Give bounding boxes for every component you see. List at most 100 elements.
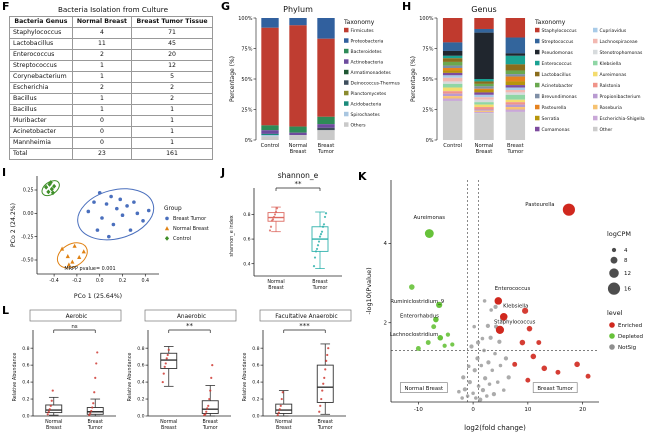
segment-Serratia — [474, 89, 494, 93]
svg-text:0.6: 0.6 — [252, 363, 259, 369]
svg-text:Klebsiella: Klebsiella — [600, 61, 622, 67]
segment-Proteobacteria — [261, 18, 279, 28]
segment-Ralstonia — [505, 102, 526, 105]
segment-Staphylococcus — [505, 18, 526, 38]
label-Ruminiclostridium_9: Ruminiclostridium_9 — [390, 299, 444, 305]
svg-text:Taxonomy: Taxonomy — [343, 19, 375, 26]
box-Normal Breast — [45, 404, 63, 414]
svg-text:0.2: 0.2 — [22, 397, 29, 403]
svg-text:Normal Breast: Normal Breast — [173, 226, 209, 232]
segment-Other — [474, 113, 494, 140]
svg-text:Breast: Breast — [268, 285, 284, 291]
point-Normal Breast — [72, 243, 77, 248]
box-Normal Breast — [160, 352, 178, 369]
svg-text:-0.25: -0.25 — [21, 234, 33, 240]
point-Aureimonas — [424, 229, 434, 238]
genus-cell: Total — [9, 148, 73, 160]
svg-text:log2(fold change): log2(fold change) — [464, 424, 526, 432]
segment-Pasteurella — [474, 88, 494, 90]
svg-text:Proteobacteria: Proteobacteria — [351, 39, 384, 45]
svg-text:Lachnospiraceae: Lachnospiraceae — [600, 39, 638, 45]
svg-text:Breast: Breast — [476, 149, 493, 155]
segment-Lactobacillus — [474, 81, 494, 84]
segment-Brevundimonas — [505, 74, 526, 77]
svg-text:Percentage (%): Percentage (%) — [410, 56, 417, 102]
svg-text:8: 8 — [624, 258, 628, 264]
svg-text:Stenotrophomonas: Stenotrophomonas — [600, 50, 643, 56]
point-Pasteurella — [562, 203, 575, 216]
svg-text:Serratia: Serratia — [542, 116, 560, 122]
svg-text:Enterococcus: Enterococcus — [542, 61, 573, 67]
svg-text:Tumor: Tumor — [312, 285, 328, 291]
count-cell: 2 — [71, 82, 133, 94]
svg-text:0.0: 0.0 — [22, 414, 29, 420]
mrpp-annotation: MRPP pvalue= 0.001 — [64, 266, 115, 272]
point-Enterococcus — [494, 297, 503, 305]
segment-Proteobacteria — [289, 18, 307, 26]
svg-text:Roseburia: Roseburia — [600, 105, 623, 111]
svg-text:Normal: Normal — [45, 419, 62, 425]
svg-text:Relative Abundance: Relative Abundance — [127, 353, 133, 402]
segment-Brevundimonas — [474, 86, 494, 89]
genus-cell: Corynebacterium — [9, 71, 73, 83]
svg-text:Cupriavidus: Cupriavidus — [600, 28, 627, 34]
genus-cell: Bacillus — [9, 104, 73, 116]
segment-Aureimonas — [474, 104, 494, 108]
label-Staphylococcus: Staphylococcus — [494, 320, 536, 326]
svg-text:Breast: Breast — [290, 149, 307, 155]
svg-text:Brevundimonas: Brevundimonas — [542, 94, 578, 100]
svg-text:0%: 0% — [245, 138, 253, 144]
count-cell: 1 — [71, 71, 133, 83]
point-Breast Tumor — [107, 234, 111, 239]
svg-text:Aerobic: Aerobic — [66, 314, 88, 320]
svg-text:NotSig: NotSig — [618, 345, 636, 351]
svg-text:Streptococcus: Streptococcus — [542, 39, 575, 45]
svg-text:shannon_e index: shannon_e index — [229, 215, 235, 256]
svg-text:0.4: 0.4 — [141, 278, 149, 284]
svg-text:0.2: 0.2 — [252, 397, 259, 403]
point-Normal Breast — [70, 259, 75, 264]
svg-text:Spirochaetes: Spirochaetes — [351, 112, 381, 118]
svg-text:12: 12 — [624, 271, 631, 277]
segment-Bacteroidetes — [261, 125, 279, 131]
svg-text:level: level — [607, 309, 623, 317]
count-cell: 0 — [71, 115, 133, 127]
segment-Lactobacillus — [442, 58, 463, 62]
genus-cell: Lactobacillus — [9, 38, 73, 50]
svg-text:75%: 75% — [422, 46, 433, 52]
segment-Actinobacteria — [317, 124, 335, 128]
Facultative Anaerobic-boxplot: Facultative Anaerobic0.00.20.40.60.8Rela… — [242, 309, 352, 431]
svg-text:Pseudomonas: Pseudomonas — [542, 50, 574, 56]
svg-text:Breast: Breast — [312, 279, 328, 285]
volcano-scatter: PasteurellaAureimonasRuminiclostridium_9… — [365, 180, 643, 432]
point-Normal Breast — [77, 254, 82, 259]
genus-cell: Enterococcus — [9, 49, 73, 61]
segment-Roseburia — [442, 96, 463, 99]
panel-label-I: I — [2, 166, 7, 179]
segment-Streptococcus — [505, 37, 526, 54]
segment-Streptococcus — [474, 28, 494, 33]
segment-Cupriavidus — [442, 75, 463, 78]
panel-label-H: H — [402, 0, 412, 13]
svg-text:Relative Abundance: Relative Abundance — [12, 353, 18, 402]
segment-Escherichia-Shigella — [505, 109, 526, 112]
point-Breast Tumor — [128, 228, 133, 232]
panel-label-L: L — [2, 304, 10, 317]
point-Breast Tumor — [97, 191, 102, 195]
svg-text:0.6: 0.6 — [243, 237, 250, 243]
segment-Aureimonas — [505, 99, 526, 103]
point-Breast Tumor — [111, 222, 116, 227]
segment-Acinetobacter — [442, 61, 463, 66]
svg-text:0.4: 0.4 — [22, 380, 29, 386]
segment-Propionibacterium — [474, 109, 494, 111]
ellipse-Normal Breast — [56, 242, 88, 269]
segment-Lachnospiraceae — [442, 77, 463, 82]
